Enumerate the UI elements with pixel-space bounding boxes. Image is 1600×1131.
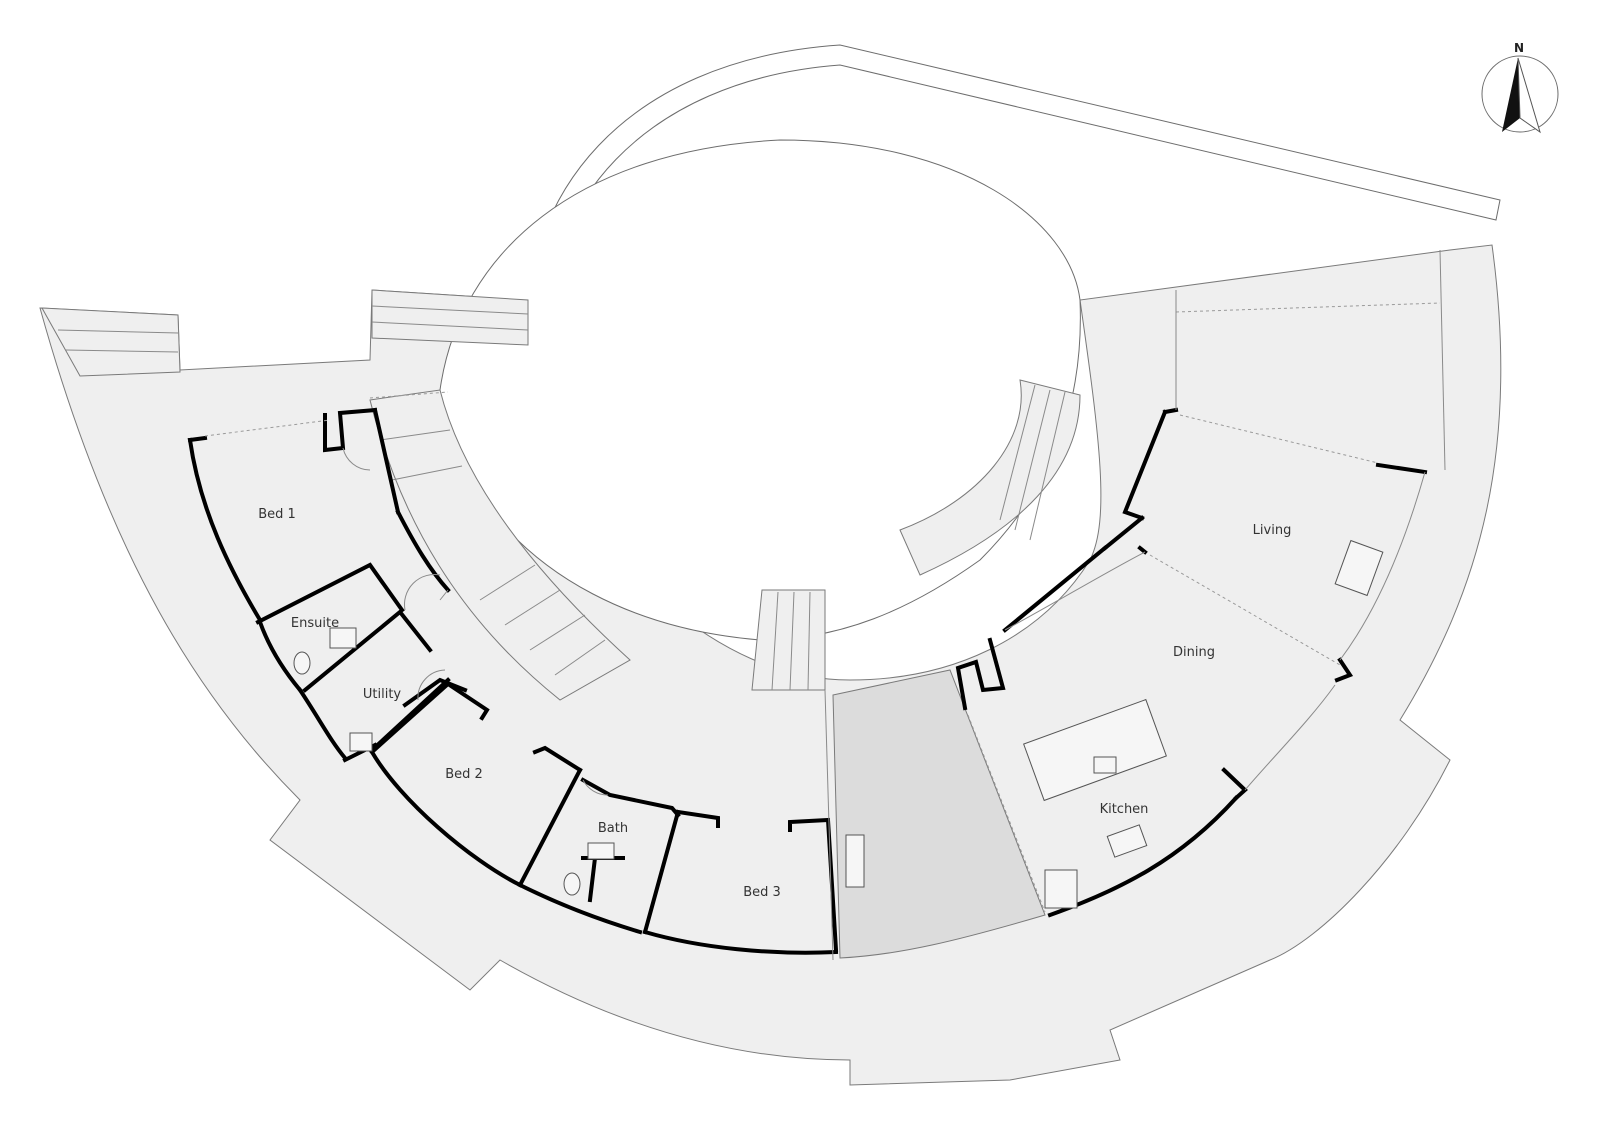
steps-corridor-left [369,389,631,701]
room-label-bed-3: Bed 3 [743,885,781,900]
north-arrow-needle-light [1517,57,1541,134]
north-arrow-needle-dark [1502,58,1520,132]
bath-toilet [563,872,581,896]
steps-right [899,379,1081,576]
room-label-living: Living [1253,523,1292,538]
steps-top-left [41,289,529,377]
kitchen-sink [1093,756,1117,774]
steps-centre [751,589,826,691]
fixtures [293,539,1384,909]
kitchen-cabinet [1044,869,1078,909]
room-label-ensuite: Ensuite [291,616,339,631]
living-wing-walls [955,407,1428,918]
door-swings [342,447,609,796]
room-label-utility: Utility [363,687,402,702]
ensuite-toilet [293,651,311,675]
glazing-lines [204,249,1446,961]
kitchen-island [1023,698,1167,802]
room-label-dining: Dining [1173,645,1215,660]
utility-sink [349,732,373,752]
room-label-bed-1: Bed 1 [258,507,296,522]
bedroom-wing-walls [187,407,839,955]
entry-hall [832,669,1046,959]
kitchen-hob [1106,824,1148,858]
room-label-bath: Bath [598,821,628,836]
room-label-kitchen: Kitchen [1100,802,1149,817]
fireplace [1334,539,1384,597]
north-label: N [1514,41,1524,55]
room-label-bed-2: Bed 2 [445,767,483,782]
north-arrow: N [1481,41,1559,134]
ensuite-basin [329,627,357,649]
bath-basin [587,842,615,860]
entry-bench [845,834,865,888]
